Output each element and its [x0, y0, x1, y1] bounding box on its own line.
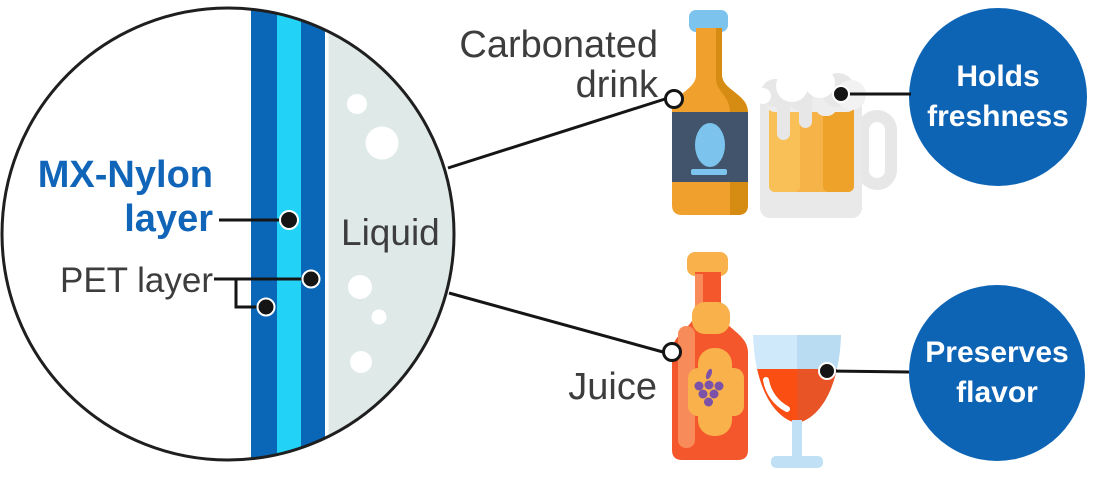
liquid-label: Liquid: [341, 212, 440, 253]
mx-nylon-layer-stripe: [277, 8, 301, 460]
pet-branch-line: [234, 279, 266, 309]
preserves-flavor-text: Preserves flavor: [925, 336, 1069, 409]
mx-nylon-layer-label: MX-Nylon layer: [37, 154, 213, 240]
beer-foam: [755, 68, 866, 140]
preserves-flavor-circle: [909, 285, 1085, 461]
wine-glass-icon: [753, 335, 841, 468]
preserves-connector-line: [828, 369, 910, 374]
juice-bottle-icon: [672, 252, 748, 460]
pet-layer-outer-stripe: [251, 8, 277, 460]
juice-label: Juice: [568, 366, 657, 408]
beer-mug-icon: [755, 68, 897, 218]
glass-anchor-dot: [818, 362, 836, 380]
juice-connector-line: [448, 291, 664, 354]
pet-inner-dot: [301, 269, 321, 289]
carbonated-drink-label: Carbonated drink: [459, 24, 658, 106]
beer-mug-handle: [857, 110, 897, 190]
carbonated-anchor-ring: [664, 89, 684, 109]
liquid-bubbles: [347, 94, 399, 373]
mx-nylon-dot: [279, 210, 299, 230]
carbonated-connector-line: [447, 97, 666, 170]
pet-layer-label: PET layer: [59, 261, 213, 300]
pet-layer-inner-stripe: [301, 8, 325, 460]
holds-freshness-text: Holds freshness: [927, 60, 1069, 133]
leader-lines: [214, 92, 911, 374]
beer-bottle-icon: [672, 10, 748, 215]
pointer-dots: [256, 85, 850, 380]
pet-outer-dot: [256, 297, 276, 317]
lens-border: [0, 6, 456, 462]
mug-anchor-dot: [832, 85, 850, 103]
holds-freshness-circle: [909, 8, 1087, 186]
juice-anchor-ring: [662, 342, 682, 362]
beer-bottle-cap: [689, 10, 728, 32]
grapes-icon: [694, 368, 724, 407]
juice-bottle-cap: [687, 252, 728, 276]
